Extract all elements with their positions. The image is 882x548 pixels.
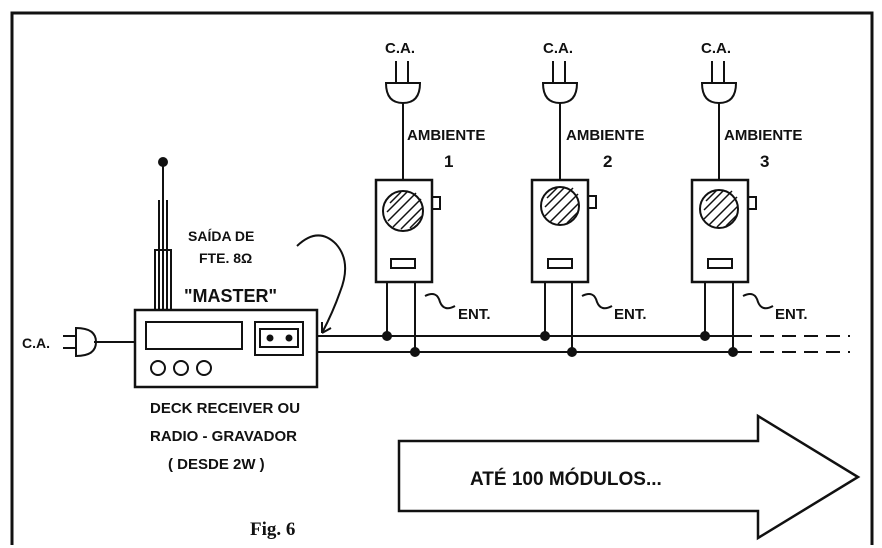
knob: [150, 360, 166, 376]
plug-icon: [384, 82, 422, 105]
room-3-title: AMBIENTE: [724, 127, 802, 144]
master-display: [145, 321, 243, 350]
expansion-arrow: [397, 413, 861, 541]
master-power-label: C.A.: [22, 335, 50, 351]
knob: [196, 360, 212, 376]
speaker-box: [690, 178, 750, 284]
arrow-text: ATÉ 100 MÓDULOS...: [470, 468, 662, 490]
source-line2: RADIO - GRAVADOR: [150, 428, 297, 445]
output-label-line2: FTE. 8Ω: [199, 250, 252, 266]
figure-frame: [10, 11, 874, 545]
output-arrow: [296, 234, 347, 334]
speaker-box: [530, 178, 590, 284]
master-plug-icon: [75, 326, 98, 358]
source-line1: DECK RECEIVER OU: [150, 400, 300, 417]
master-unit: [63, 157, 347, 389]
output-label-line1: SAÍDA DE: [188, 228, 254, 244]
room-1-input-label: ENT.: [458, 306, 491, 323]
room-2-title: AMBIENTE: [566, 127, 644, 144]
room-3-input-label: ENT.: [775, 306, 808, 323]
room-2-number: 2: [603, 152, 612, 171]
speaker-cone: [699, 189, 739, 229]
speaker-box: [374, 178, 434, 284]
module-ambiente-1: [374, 61, 456, 357]
figure-caption: Fig. 6: [250, 519, 295, 540]
room-3-number: 3: [760, 152, 769, 171]
master-label: "MASTER": [184, 286, 277, 306]
module-ambiente-2: [530, 61, 613, 357]
plug-icon: [700, 82, 738, 105]
room-1-title: AMBIENTE: [407, 127, 485, 144]
room-1-number: 1: [444, 152, 453, 171]
master-body: [133, 308, 319, 389]
speaker-cone: [540, 186, 580, 226]
room-3-power-label: C.A.: [701, 40, 731, 57]
cassette-slot: [254, 321, 304, 356]
room-2-power-label: C.A.: [543, 40, 573, 57]
source-line3: ( DESDE 2W ): [168, 456, 265, 473]
room-1-power-label: C.A.: [385, 40, 415, 57]
speaker-cone: [382, 190, 424, 232]
knob: [173, 360, 189, 376]
plug-icon: [541, 82, 579, 105]
room-2-input-label: ENT.: [614, 306, 647, 323]
speaker-bus: [318, 335, 850, 353]
module-ambiente-3: [690, 61, 774, 357]
